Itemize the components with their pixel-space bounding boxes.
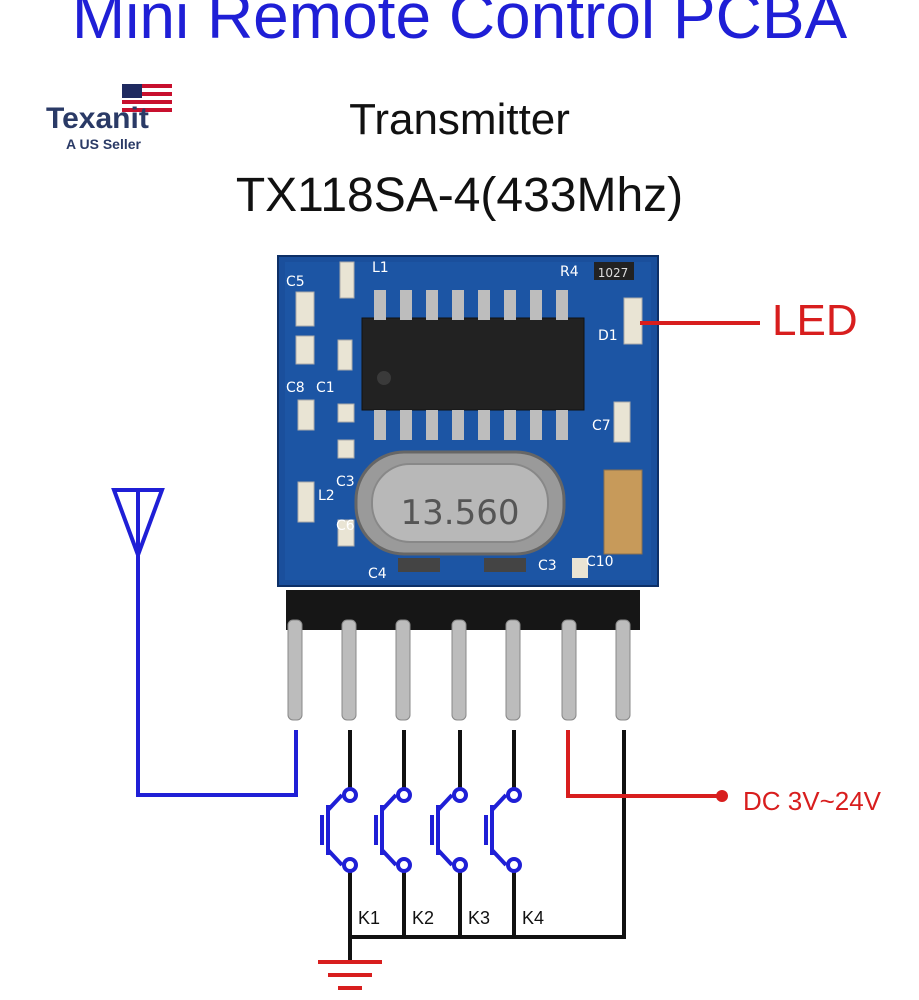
led-label: LED — [772, 296, 858, 345]
brand-logo: Texanit A US Seller — [38, 82, 188, 162]
power-terminal — [716, 790, 728, 802]
switch-k3 — [430, 787, 468, 873]
switch-k2 — [374, 787, 412, 873]
power-wire — [566, 730, 720, 798]
switch-wiring — [348, 730, 626, 960]
power-label: DC 3V~24V — [743, 786, 882, 816]
ground-icon — [318, 960, 382, 990]
subtitle: Transmitter — [349, 95, 570, 144]
pcb-board — [277, 255, 659, 630]
page-title: Mini Remote Control PCBA — [71, 0, 848, 52]
switch-k1 — [320, 787, 358, 873]
antenna-icon — [111, 488, 298, 797]
switch-k4 — [484, 787, 522, 873]
brand-tagline: A US Seller — [66, 136, 141, 152]
model-name: TX118SA-4(433Mhz) — [235, 169, 684, 222]
key-label-k3: K3 — [468, 908, 491, 928]
key-label-k1: K1 — [358, 908, 381, 928]
key-label-k2: K2 — [412, 908, 435, 928]
crystal-oscillator — [354, 450, 566, 556]
key-label-k4: K4 — [522, 908, 545, 928]
brand-name: Texanit — [46, 102, 149, 135]
ic-chip — [361, 290, 585, 440]
header-pins — [287, 619, 631, 721]
us-flag-icon — [122, 84, 172, 114]
